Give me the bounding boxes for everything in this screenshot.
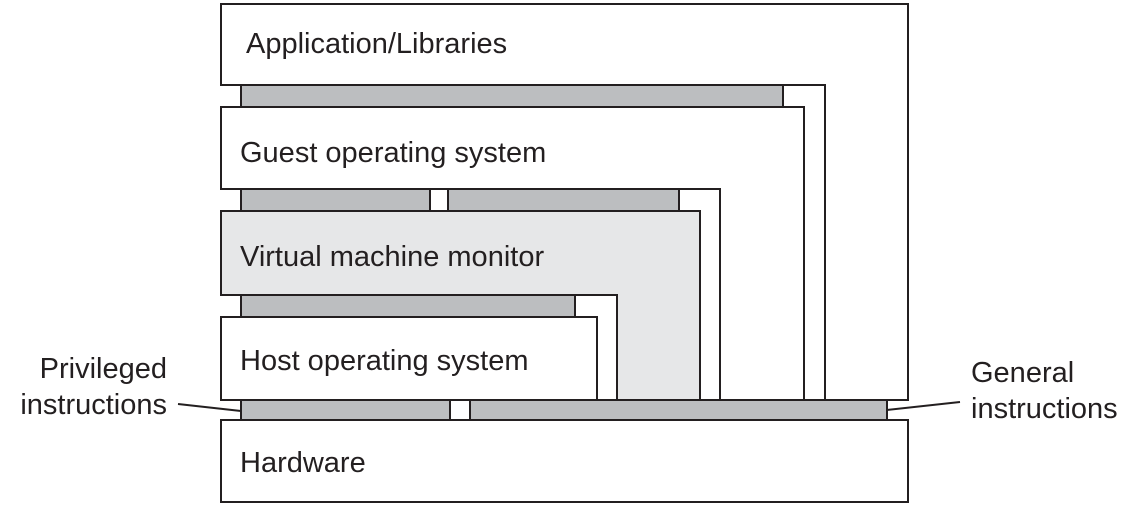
privileged-label-line2: instructions bbox=[20, 389, 167, 421]
host-operating-system-label: Host operating system bbox=[240, 345, 529, 377]
general-leader-line bbox=[886, 401, 961, 411]
host-operating-system-layer bbox=[220, 316, 598, 401]
guest-api-interface-bar bbox=[240, 84, 784, 108]
guest-operating-system-label: Guest operating system bbox=[240, 137, 546, 169]
guest-general-interface-bar bbox=[447, 188, 680, 212]
privileged-leader-line bbox=[177, 403, 242, 412]
general-label-line2: instructions bbox=[971, 393, 1118, 425]
vmm-host-interface-bar bbox=[240, 294, 576, 318]
hardware-layer bbox=[220, 419, 909, 503]
privileged-label-line1: Privileged bbox=[40, 353, 167, 385]
general-label-line1: General bbox=[971, 357, 1074, 389]
hardware-label: Hardware bbox=[240, 447, 366, 479]
virtual-machine-monitor-label: Virtual machine monitor bbox=[240, 241, 544, 273]
application-libraries-label: Application/Libraries bbox=[246, 28, 507, 60]
privileged-instructions-bar bbox=[240, 399, 451, 421]
general-instructions-bar bbox=[469, 399, 888, 421]
guest-privileged-interface-bar bbox=[240, 188, 431, 212]
